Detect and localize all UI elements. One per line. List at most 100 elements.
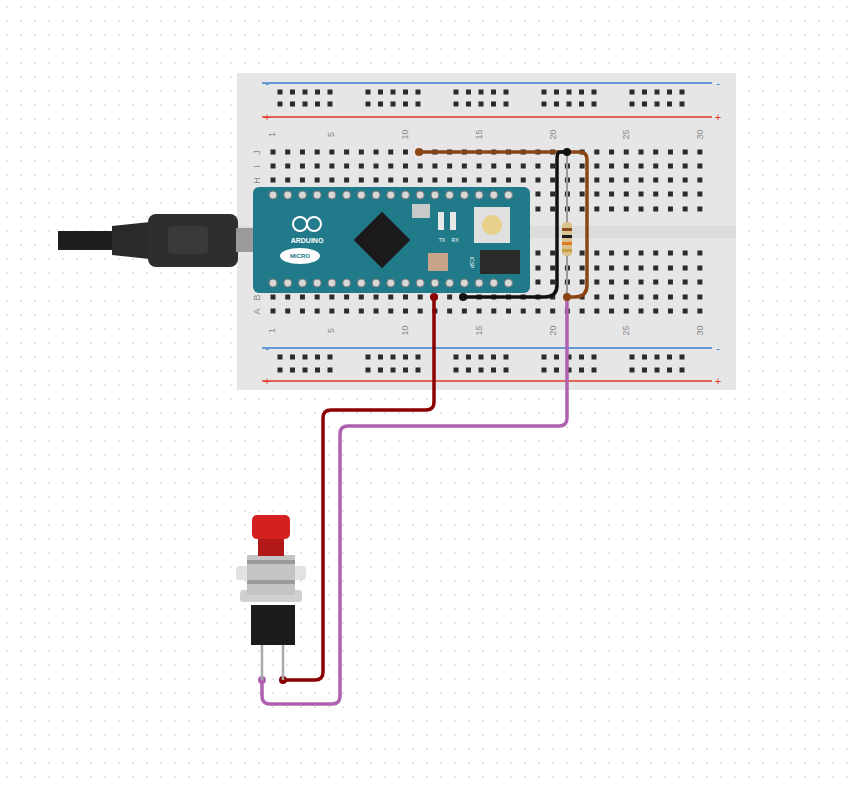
header-pin: [475, 191, 483, 199]
hole: [479, 90, 484, 95]
hole: [416, 90, 421, 95]
hole: [535, 266, 540, 271]
hole: [447, 295, 452, 300]
hole: [653, 266, 658, 271]
hole: [683, 266, 688, 271]
hole: [391, 90, 396, 95]
hole: [315, 178, 320, 183]
hole: [328, 368, 333, 373]
column-number: 5: [327, 131, 336, 136]
hole: [418, 309, 423, 314]
hole: [668, 207, 673, 212]
hole: [391, 355, 396, 360]
hole: [378, 368, 383, 373]
hole: [680, 368, 685, 373]
header-pin: [446, 191, 454, 199]
hole: [697, 178, 702, 183]
hole: [300, 150, 305, 155]
hole: [655, 368, 660, 373]
hole: [683, 164, 688, 169]
hole: [639, 164, 644, 169]
micro-badge: [280, 248, 320, 264]
hole: [697, 207, 702, 212]
header-pin: [387, 279, 395, 287]
hole: [491, 90, 496, 95]
hole: [680, 90, 685, 95]
row-letter: J: [253, 150, 262, 155]
hole: [624, 251, 629, 256]
header-pin: [269, 191, 277, 199]
hole: [683, 295, 688, 300]
header-pin: [313, 279, 321, 287]
hole: [477, 164, 482, 169]
hole: [535, 251, 540, 256]
hole: [477, 178, 482, 183]
hole: [466, 368, 471, 373]
hole: [278, 355, 283, 360]
hole: [653, 164, 658, 169]
hole: [639, 150, 644, 155]
hole: [329, 164, 334, 169]
hole: [624, 309, 629, 314]
hole: [432, 178, 437, 183]
hole: [300, 178, 305, 183]
hole: [359, 178, 364, 183]
hole: [697, 192, 702, 197]
hole: [683, 309, 688, 314]
usb-plug-face: [168, 226, 208, 254]
microcontroller-chip: [354, 212, 411, 269]
hole: [697, 251, 702, 256]
hole: [479, 368, 484, 373]
header-pin: [490, 279, 498, 287]
hole: [278, 102, 283, 107]
hole: [550, 178, 555, 183]
hole: [594, 150, 599, 155]
brand-label: ARDUINO: [291, 237, 324, 244]
led-label: TX: [439, 238, 445, 243]
hole: [454, 102, 459, 107]
hole: [639, 207, 644, 212]
rail-sign: +: [715, 112, 721, 123]
hole: [580, 251, 585, 256]
hole: [285, 309, 290, 314]
hole: [491, 368, 496, 373]
hole: [403, 355, 408, 360]
capacitor: [428, 253, 448, 271]
hole: [639, 295, 644, 300]
hole: [580, 178, 585, 183]
hole: [580, 280, 585, 285]
hole: [542, 368, 547, 373]
hole: [344, 295, 349, 300]
column-number: 10: [401, 129, 410, 139]
hole: [344, 150, 349, 155]
hole: [315, 102, 320, 107]
hole: [639, 266, 644, 271]
hole: [491, 164, 496, 169]
hole: [466, 355, 471, 360]
column-number: 1: [268, 327, 277, 332]
hole: [479, 355, 484, 360]
hole: [609, 207, 614, 212]
rail-line: [262, 380, 712, 382]
hole: [653, 251, 658, 256]
header-pin: [401, 191, 409, 199]
hole: [303, 90, 308, 95]
led: [450, 212, 456, 230]
usb-plug: [148, 214, 238, 267]
hole: [303, 355, 308, 360]
hole: [668, 192, 673, 197]
hole: [315, 150, 320, 155]
hole: [535, 192, 540, 197]
hole: [668, 266, 673, 271]
header-label: ICSP: [469, 256, 474, 268]
hole: [639, 178, 644, 183]
header-pin: [431, 191, 439, 199]
hole: [359, 164, 364, 169]
hole: [580, 207, 585, 212]
hole: [697, 266, 702, 271]
hole: [504, 368, 509, 373]
hole: [454, 355, 459, 360]
hole: [624, 295, 629, 300]
push-button: [236, 515, 306, 680]
header-pin: [328, 191, 336, 199]
